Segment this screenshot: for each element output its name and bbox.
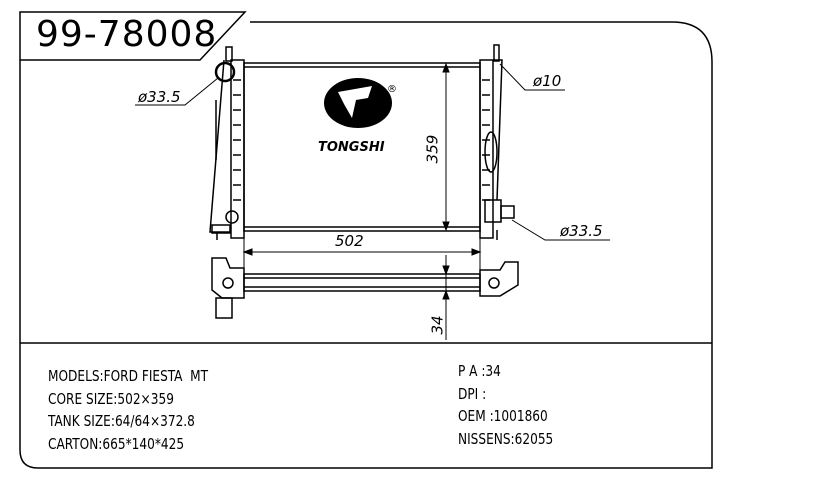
specs-right: P A :34 DPI : OEM :1001860 NISSENS:62055 — [458, 360, 553, 450]
spec-carton: CARTON:665*140*425 — [48, 434, 185, 453]
svg-text:®: ® — [387, 84, 397, 95]
tongshi-logo: ® TONGSHI — [318, 78, 397, 155]
spec-models: MODELS:FORD FIESTA MT — [48, 367, 209, 385]
radiator-side-view — [211, 257, 519, 319]
specs-left: MODELS:FORD FIESTA MT CORE SIZE:502×359 … — [48, 365, 208, 455]
spec-nissens: NISSENS:62055 — [458, 429, 554, 448]
inlet-diameter: ø33.5 — [138, 88, 181, 106]
spec-pa: P A :34 — [458, 362, 501, 380]
spec-oem: OEM :1001860 — [458, 407, 548, 425]
radiator-front-view — [209, 44, 515, 240]
dimension-lines — [135, 62, 610, 340]
part-number-title: 99-78008 — [36, 14, 218, 55]
vent-diameter: ø10 — [533, 72, 562, 90]
spec-dpi: DPI : — [458, 384, 487, 403]
svg-text:TONGSHI: TONGSHI — [318, 140, 385, 155]
thickness-dimension: 34 — [428, 315, 447, 335]
width-dimension: 502 — [335, 232, 364, 250]
outlet-diameter: ø33.5 — [560, 222, 603, 240]
spec-tank-size: TANK SIZE:64/64×372.8 — [48, 412, 195, 430]
height-dimension: 359 — [423, 134, 442, 164]
spec-core-size: CORE SIZE:502×359 — [48, 389, 174, 408]
